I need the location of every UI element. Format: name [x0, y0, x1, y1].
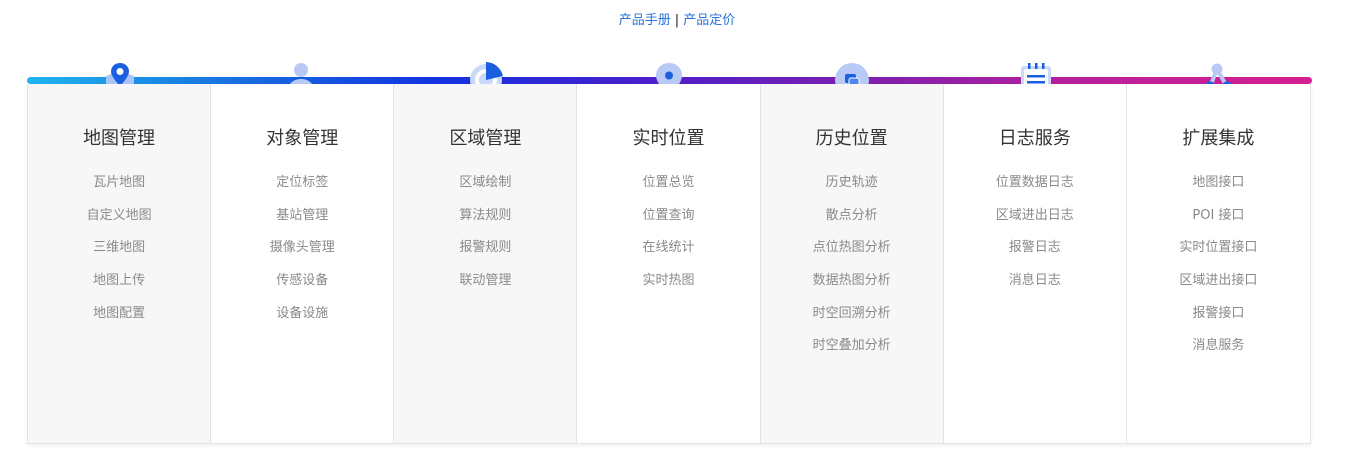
product-manual-link[interactable]: 产品手册	[618, 13, 671, 28]
column-log-service: 日志服务 位置数据日志 区域进出日志 报警日志 消息日志	[944, 84, 1127, 443]
column-map-management: 地图管理 瓦片地图 自定义地图 三维地图 地图上传 地图配置	[28, 84, 212, 443]
list-item[interactable]: 地图接口	[1192, 175, 1245, 190]
list-item[interactable]: 实时位置接口	[1179, 240, 1258, 256]
list-item[interactable]: 基站管理	[276, 207, 329, 223]
list-item[interactable]: 联动管理	[459, 273, 512, 289]
product-pricing-link[interactable]: 产品定价	[683, 13, 736, 28]
list-item[interactable]: 实时热图	[642, 273, 695, 289]
list-item[interactable]: 报警接口	[1192, 305, 1245, 321]
list-item[interactable]: 消息日志	[1008, 273, 1061, 289]
column-area-management: 区域管理 区域绘制 算法规则 报警规则 联动管理	[394, 84, 578, 443]
list-item[interactable]: 自定义地图	[86, 207, 152, 223]
column-items: 历史轨迹 散点分析 点位热图分析 数据热图分析 时空回溯分析 时空叠加分析	[761, 174, 943, 370]
list-item[interactable]: 摄像头管理	[269, 240, 335, 256]
list-item[interactable]: 设备设施	[276, 305, 329, 321]
list-item[interactable]: 区域进出接口	[1179, 273, 1258, 289]
column-title: 日志服务	[998, 128, 1071, 149]
list-item[interactable]: 三维地图	[93, 240, 146, 256]
list-item[interactable]: 数据热图分析	[812, 273, 891, 289]
column-realtime-location: 实时位置 位置总览 位置查询 在线统计 实时热图	[577, 84, 761, 443]
list-item[interactable]: 区域绘制	[459, 175, 512, 190]
column-items: 位置数据日志 区域进出日志 报警日志 消息日志	[944, 174, 1126, 305]
column-items: 定位标签 基站管理 摄像头管理 传感设备 设备设施	[211, 174, 393, 337]
column-items: 位置总览 位置查询 在线统计 实时热图	[577, 174, 759, 305]
list-item[interactable]: 时空回溯分析	[812, 305, 891, 321]
list-item[interactable]: 点位热图分析	[812, 240, 891, 256]
column-object-management: 对象管理 定位标签 基站管理 摄像头管理 传感设备 设备设施	[211, 84, 395, 443]
list-item[interactable]: 区域进出日志	[995, 207, 1074, 223]
column-title: 地图管理	[83, 128, 156, 149]
list-item[interactable]: 散点分析	[825, 207, 878, 223]
column-items: 区域绘制 算法规则 报警规则 联动管理	[394, 174, 576, 305]
list-item[interactable]: 位置数据日志	[995, 175, 1074, 190]
list-item[interactable]: 报警规则	[459, 240, 512, 256]
top-links: 产品手册|产品定价	[0, 9, 1354, 28]
list-item[interactable]: 历史轨迹	[825, 175, 878, 190]
list-item[interactable]: 传感设备	[276, 273, 329, 289]
column-items: 瓦片地图 自定义地图 三维地图 地图上传 地图配置	[28, 174, 210, 337]
list-item[interactable]: 消息服务	[1192, 338, 1245, 354]
list-item[interactable]: 定位标签	[276, 175, 329, 190]
list-item[interactable]: 位置查询	[642, 207, 695, 223]
list-item[interactable]: 算法规则	[459, 207, 512, 223]
list-item[interactable]: 报警日志	[1008, 240, 1061, 256]
column-title: 扩展集成	[1182, 128, 1255, 149]
column-history-location: 历史位置 历史轨迹 散点分析 点位热图分析 数据热图分析 时空回溯分析 时空叠加…	[760, 84, 944, 443]
list-item[interactable]: 地图上传	[93, 273, 146, 289]
list-item[interactable]: 位置总览	[642, 175, 695, 190]
link-separator: |	[674, 13, 680, 28]
list-item[interactable]: 瓦片地图	[93, 175, 146, 190]
list-item[interactable]: 地图配置	[93, 305, 146, 321]
column-title: 实时位置	[632, 128, 705, 149]
list-item[interactable]: 时空叠加分析	[812, 338, 891, 354]
column-extension-integration: 扩展集成 地图接口 POI 接口 实时位置接口 区域进出接口 报警接口 消息服务	[1127, 84, 1310, 443]
list-item[interactable]: POI 接口	[1192, 207, 1245, 223]
column-title: 对象管理	[266, 128, 339, 149]
column-title: 历史位置	[815, 128, 888, 149]
column-title: 区域管理	[449, 128, 522, 149]
list-item[interactable]: 在线统计	[642, 240, 695, 256]
feature-panel: 地图管理 瓦片地图 自定义地图 三维地图 地图上传 地图配置 对象管理 定位标签…	[27, 84, 1311, 444]
column-items: 地图接口 POI 接口 实时位置接口 区域进出接口 报警接口 消息服务	[1127, 174, 1310, 370]
